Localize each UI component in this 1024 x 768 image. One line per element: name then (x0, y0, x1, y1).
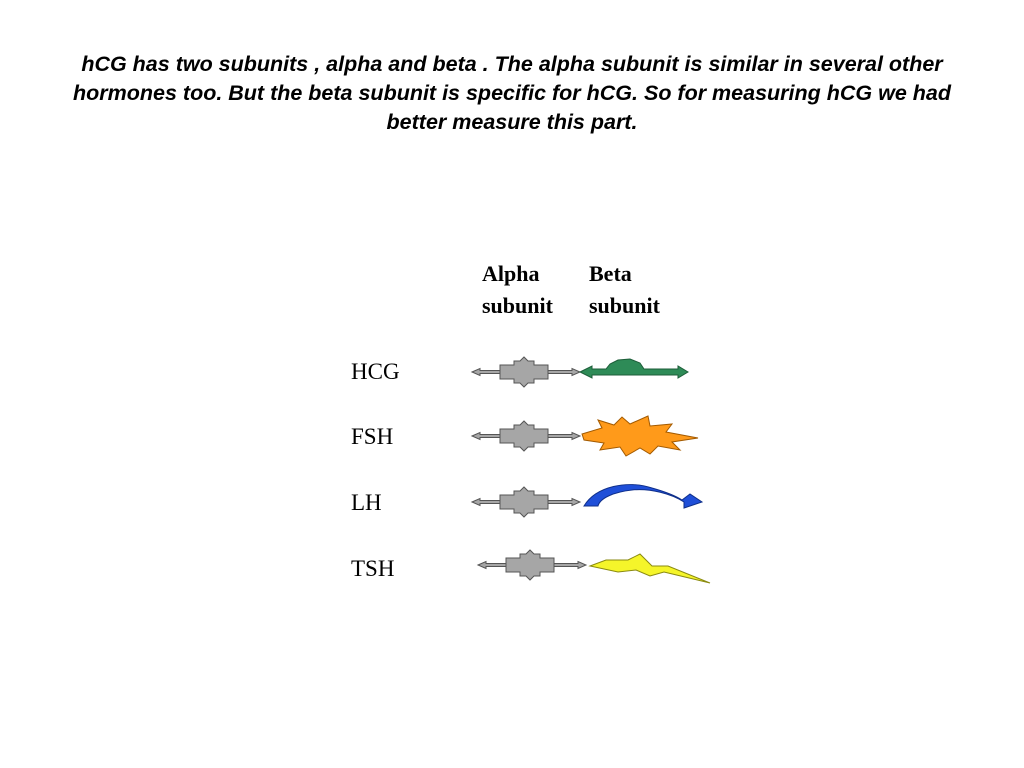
beta-heading-line2: subunit (589, 293, 660, 318)
alpha-subunit-fsh-icon (470, 420, 582, 452)
alpha-subunit-hcg-icon (470, 356, 582, 388)
alpha-subunit-heading: Alpha subunit (482, 258, 553, 322)
beta-heading-line1: Beta (589, 261, 632, 286)
hormone-label-tsh: TSH (351, 556, 395, 581)
alpha-heading-line1: Alpha (482, 261, 540, 286)
hormone-label-hcg: HCG (351, 359, 400, 384)
hormone-label-fsh: FSH (351, 424, 394, 449)
beta-subunit-fsh-orange-starburst-icon (581, 415, 699, 457)
slide-caption: hCG has two subunits , alpha and beta . … (73, 52, 951, 134)
beta-subunit-lh-blue-curved-arrow-icon (583, 484, 704, 509)
beta-subunit-heading: Beta subunit (589, 258, 660, 322)
beta-subunit-tsh-yellow-lightning-icon (588, 553, 711, 584)
hormone-label-lh: LH (351, 490, 382, 515)
alpha-subunit-tsh-icon (476, 549, 588, 581)
beta-subunit-hcg-green-arrow-icon (578, 358, 689, 379)
alpha-subunit-lh-icon (470, 486, 582, 518)
alpha-heading-line2: subunit (482, 293, 553, 318)
